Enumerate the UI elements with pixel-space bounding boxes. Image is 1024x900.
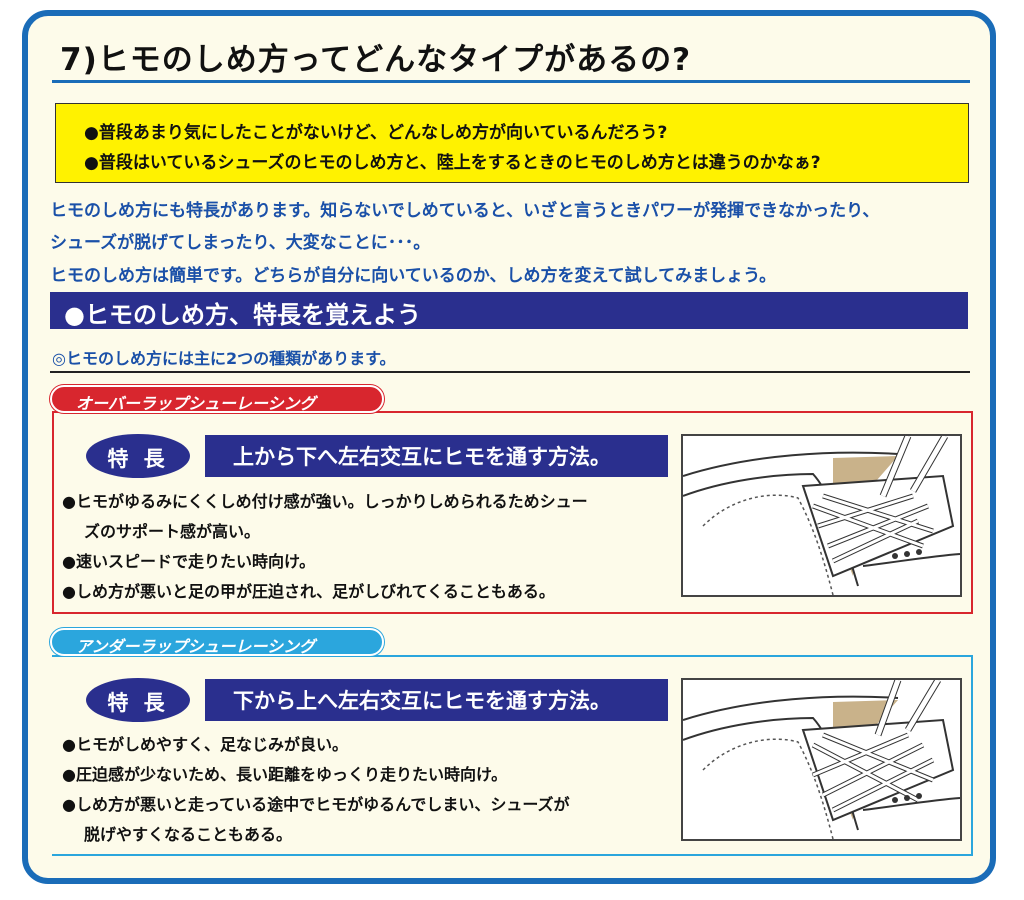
underlap-bullet-1: ●ヒモがしめやすく、足なじみが良い。 [62,735,348,754]
underlap-feature-badge: 特 長 [86,678,190,722]
intro-line-2: シューズが脱げてしまったり、大変なことに･･･。 [50,233,431,253]
overlap-bullet-1: ●ヒモがゆるみにくくしめ付け感が強い。しっかりしめられるためシュー [62,492,588,511]
section-heading: ●ヒモのしめ方、特長を覚えよう [64,301,421,329]
overlap-method-banner: 上から下へ左右交互にヒモを通す方法。 [205,435,668,477]
overlap-feature-badge-text: 特 長 [107,447,169,471]
underlap-method-text: 下から上へ左右交互にヒモを通す方法。 [233,689,611,713]
question-box: ●普段あまり気にしたことがないけど、どんなしめ方が向いているんだろう? ●普段は… [55,103,969,183]
overlap-panel [52,411,973,614]
underlap-label: アンダーラップシューレーシング [76,637,316,656]
question-1: ●普段あまり気にしたことがないけど、どんなしめ方が向いているんだろう? [84,123,668,143]
overlap-method-text: 上から下へ左右交互にヒモを通す方法。 [233,445,611,469]
underlap-bullet-3: ●しめ方が悪いと走っている途中でヒモがゆるんでしまい、シューズが [62,795,570,814]
underlap-label-pill: アンダーラップシューレーシング [50,628,384,656]
underlap-shoe-illustration [681,678,962,841]
page-title: 7)ヒモのしめ方ってどんなタイプがあるの? [60,42,692,78]
overlap-label-pill: オーバーラップシューレーシング [50,385,384,413]
overlap-feature-badge: 特 長 [86,434,190,478]
overlap-bullet-2: ●速いスピードで走りたい時向け。 [62,552,316,571]
underlap-bullet-2: ●圧迫感が少ないため、長い距離をゆっくり走りたい時向け。 [62,765,508,784]
overlap-bullet-1-cont: ズのサポート感が高い。 [84,522,261,541]
overlap-label: オーバーラップシューレーシング [76,394,316,413]
overlap-shoe-illustration [681,434,962,597]
question-2: ●普段はいているシューズのヒモのしめ方と、陸上をするときのヒモのしめ方とは違うの… [84,153,821,173]
section-note: ◎ヒモのしめ方には主に2つの種類があります。 [52,349,396,368]
section-heading-bar: ●ヒモのしめ方、特長を覚えよう [50,292,968,329]
underlap-feature-badge-text: 特 長 [107,691,169,715]
overlap-bullet-3: ●しめ方が悪いと足の甲が圧迫され、足がしびれてくることもある。 [62,582,555,601]
intro-line-1: ヒモのしめ方にも特長があります。知らないでしめていると、いざと言うときパワーが発… [50,201,880,221]
underlap-panel [52,655,973,856]
underlap-bullet-3-cont: 脱げやすくなることもある。 [84,825,293,844]
intro-line-3: ヒモのしめ方は簡単です。どちらが自分に向いているのか、しめ方を変えて試してみまし… [50,266,777,286]
section-divider [50,371,970,373]
title-divider [52,80,970,83]
underlap-method-banner: 下から上へ左右交互にヒモを通す方法。 [205,679,668,721]
